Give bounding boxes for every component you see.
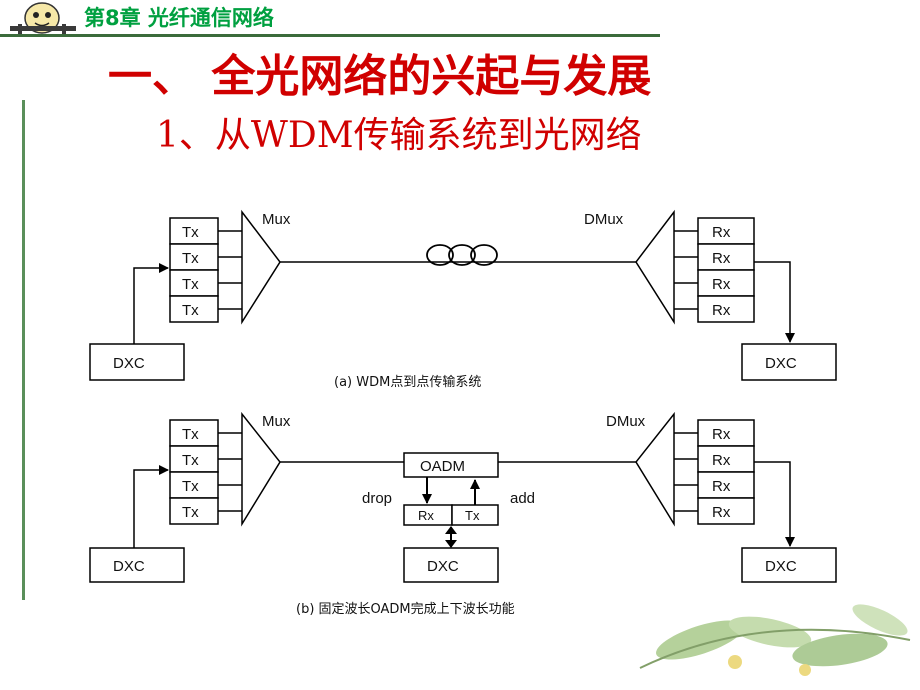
tx-label: Tx <box>182 250 199 267</box>
rx-to-dxc-arrow <box>754 461 795 547</box>
rx-label: Rx <box>712 426 731 443</box>
add-label: add <box>510 490 535 507</box>
tx-box <box>169 497 219 525</box>
oadm-box <box>403 452 499 478</box>
dmux-label: DMux <box>584 211 624 228</box>
dxc-label: DXC <box>113 558 145 575</box>
tx-label: Tx <box>182 452 199 469</box>
dxc-label: DXC <box>113 355 145 372</box>
bidirectional-arrow-up <box>445 526 457 534</box>
dxc-label: DXC <box>765 558 797 575</box>
leaf-decoration-icon <box>639 604 911 676</box>
tx-stack-a: Tx Tx Tx Tx <box>169 217 219 323</box>
dxc-box-left-b <box>89 547 185 583</box>
rx-label: Rx <box>418 508 434 523</box>
rx-label: Rx <box>712 276 731 293</box>
dxc-box-right-a <box>741 343 837 381</box>
dxc-box-right-b <box>741 547 837 583</box>
tx-box <box>169 269 219 297</box>
tx-label: Tx <box>182 478 199 495</box>
rx-label: Rx <box>712 224 731 241</box>
diagram-b: Tx Tx Tx Tx Mux OADM drop add Rx Tx DXC <box>89 411 837 617</box>
dxc-box-left-a <box>89 343 185 381</box>
tx-stack-b: Tx Tx Tx Tx <box>169 419 219 525</box>
mux-triangle <box>241 411 281 527</box>
rx-box <box>697 471 755 499</box>
tx-box <box>169 445 219 473</box>
tx-label: Tx <box>182 426 199 443</box>
fiber-coil-icon <box>426 244 498 266</box>
tx-label: Tx <box>465 508 480 523</box>
rx-box <box>697 445 755 473</box>
slide-subtitle: 1、从WDM传输系统到光网络 <box>156 115 642 156</box>
rx-box <box>697 295 755 323</box>
mux-label: Mux <box>262 413 291 430</box>
dxc-box-center-b <box>403 547 499 583</box>
drop-label: drop <box>362 490 392 507</box>
caption-b: (b) 固定波长OADM完成上下波长功能 <box>296 602 515 617</box>
rx-stack-b: Rx Rx Rx Rx <box>697 419 755 525</box>
left-accent-bar <box>22 100 25 600</box>
tx-box <box>169 471 219 499</box>
dmux-triangle <box>635 209 675 325</box>
caption-a: (a) WDM点到点传输系统 <box>334 374 481 390</box>
rx-label: Rx <box>712 250 731 267</box>
slide-title: 一、 全光网络的兴起与发展 <box>108 51 652 102</box>
tx-label: Tx <box>182 224 199 241</box>
rx-to-dxc-arrow <box>754 261 795 343</box>
rx-stack-a: Rx Rx Rx Rx <box>697 217 755 323</box>
rx-box <box>697 419 755 447</box>
dxc-label: DXC <box>765 355 797 372</box>
mascot-icon <box>10 2 76 36</box>
dxc-to-tx-arrow <box>133 465 169 548</box>
mux-label: Mux <box>262 211 291 228</box>
dmux-triangle <box>635 411 675 527</box>
mux-triangle <box>241 209 281 325</box>
oadm-label: OADM <box>420 458 465 475</box>
header-divider <box>0 34 660 37</box>
tx-label: Tx <box>182 302 199 319</box>
tx-box <box>169 419 219 447</box>
rx-label: Rx <box>712 452 731 469</box>
dmux-label: DMux <box>606 413 646 430</box>
tx-label: Tx <box>182 504 199 521</box>
chapter-title: 第8章 光纤通信网络 <box>84 6 274 30</box>
bidirectional-arrow-down <box>445 540 457 548</box>
rx-box <box>697 497 755 525</box>
rx-label: Rx <box>712 478 731 495</box>
tx-box <box>169 295 219 323</box>
dxc-to-tx-arrow <box>133 263 169 344</box>
diagram-a: Tx Tx Tx Tx Mux DMux <box>89 209 837 390</box>
oadm-tx-box <box>451 504 499 526</box>
rx-label: Rx <box>712 302 731 319</box>
dxc-label: DXC <box>427 558 459 575</box>
rx-label: Rx <box>712 504 731 521</box>
tx-label: Tx <box>182 276 199 293</box>
